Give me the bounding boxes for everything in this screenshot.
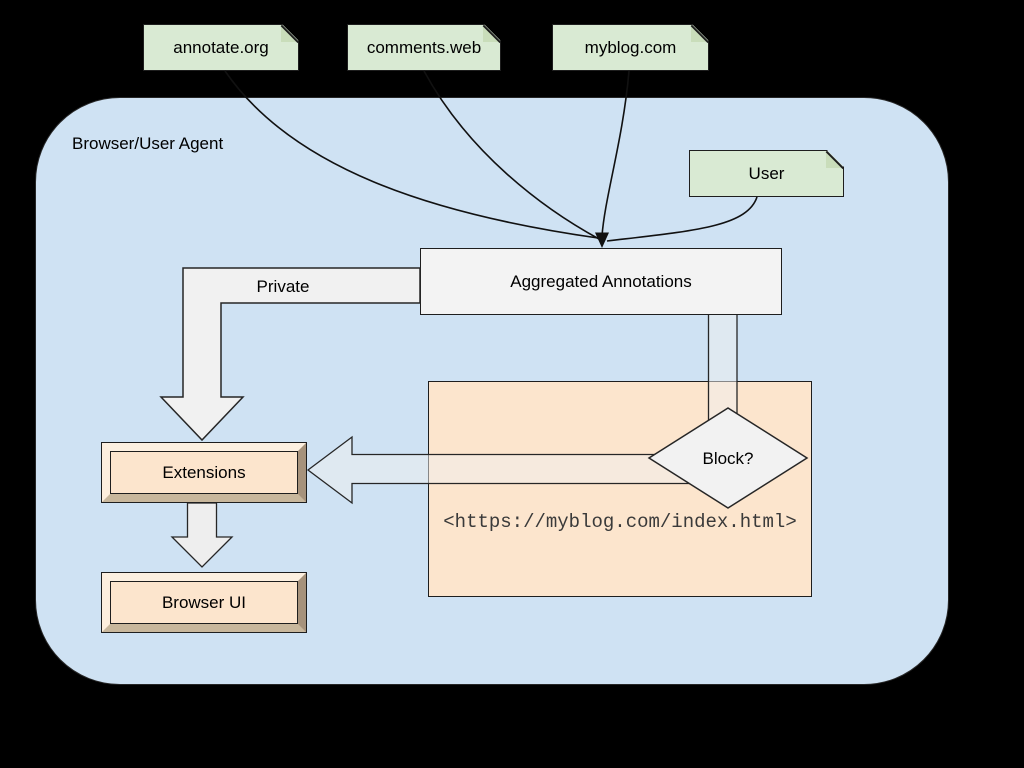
node-user-label: User: [748, 163, 785, 183]
bevel-frame: [102, 443, 306, 502]
bevel-frame: [102, 573, 306, 632]
node-user: User: [689, 150, 844, 197]
node-browser-ui: Browser UI: [101, 572, 307, 633]
node-aggregated-annotations-label: Aggregated Annotations: [510, 271, 692, 291]
url-note-text: <https://myblog.com/index.html>: [443, 511, 797, 533]
node-annotate-org: annotate.org: [143, 24, 299, 71]
node-comments-web: comments.web: [347, 24, 501, 71]
node-extensions-label: Extensions: [162, 462, 246, 482]
node-aggregated-annotations: Aggregated Annotations: [420, 248, 782, 315]
private-flow-label: Private: [256, 277, 310, 296]
node-myblog-com: myblog.com: [552, 24, 709, 71]
node-browser-ui-label: Browser UI: [161, 592, 247, 612]
browser-user-agent-label: Browser/User Agent: [72, 134, 224, 153]
decision-label: Block?: [702, 449, 754, 468]
block-detail-panel: [428, 381, 812, 597]
node-myblog-com-label: myblog.com: [584, 37, 677, 57]
node-comments-web-label: comments.web: [366, 37, 482, 57]
node-extensions: Extensions: [101, 442, 307, 503]
node-annotate-org-label: annotate.org: [173, 37, 269, 57]
